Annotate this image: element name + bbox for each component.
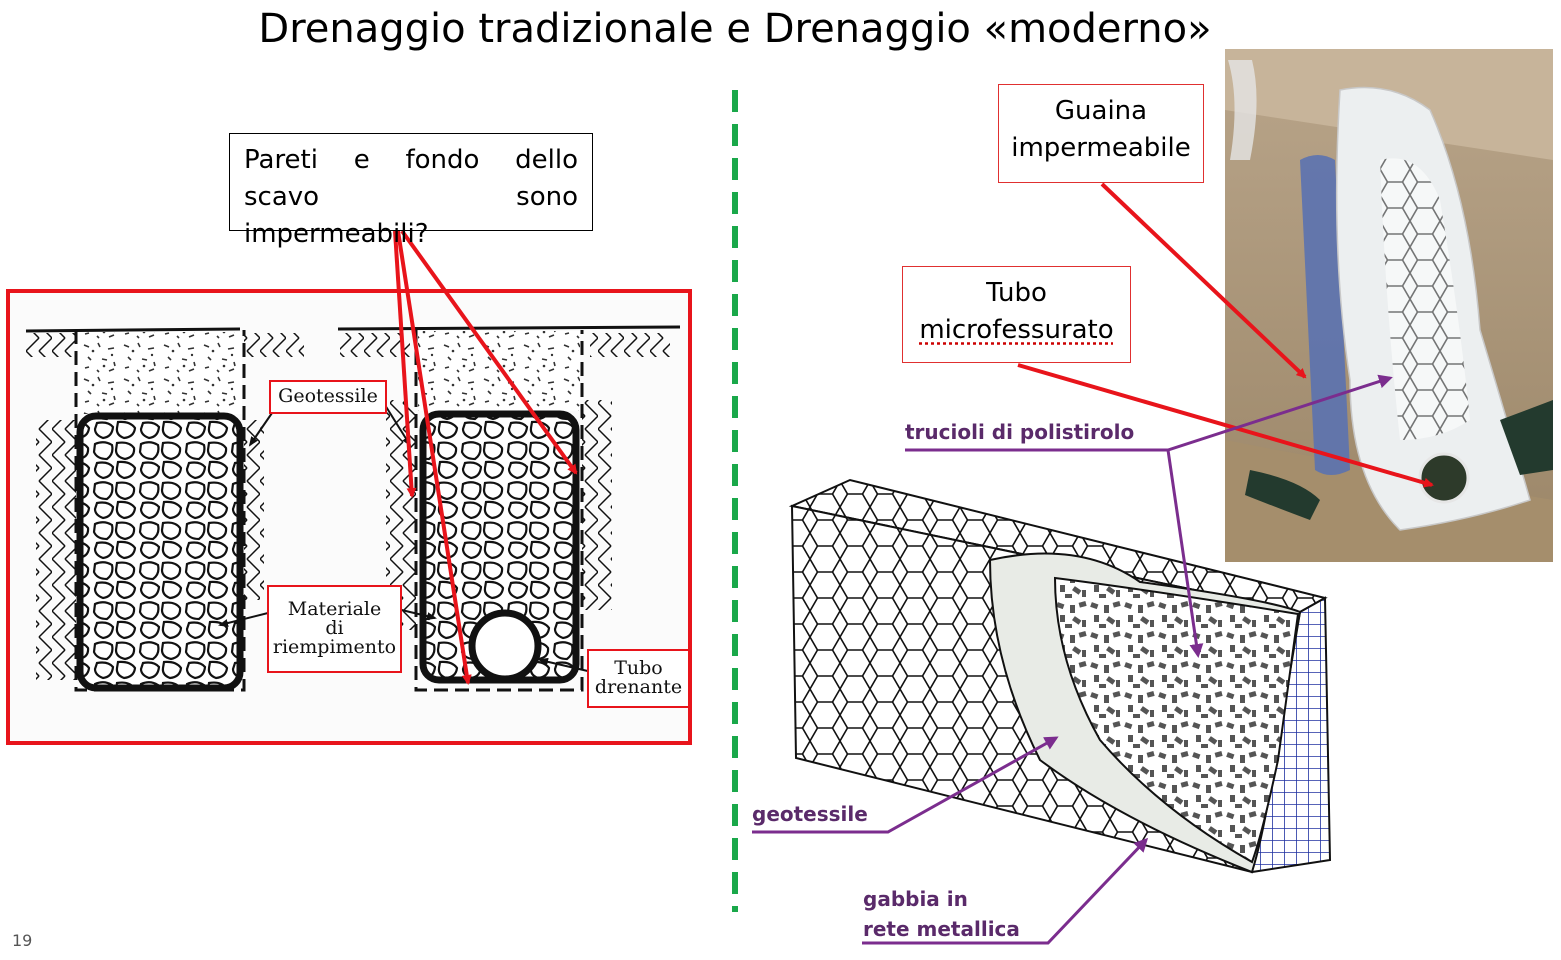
- question-line-1: Pareti e fondo dello: [244, 142, 578, 179]
- tubo-line-2: microfessurato: [919, 315, 1114, 345]
- tubo-drenante-label-frame: [587, 649, 690, 708]
- question-word: dello: [515, 145, 578, 175]
- tubo-microfessurato-callout: Tubo microfessurato: [902, 266, 1131, 363]
- guaina-line-1: Guaina: [1054, 96, 1148, 126]
- tubo-drenante-line-2: drenante: [594, 676, 683, 698]
- page-number: 19: [12, 931, 33, 950]
- question-line-2: scavo sono impermeabili?: [244, 182, 578, 249]
- gabbia-line-1: gabbia in: [863, 887, 968, 911]
- gabbia-label: gabbia in rete metallica: [863, 884, 1020, 944]
- geotessile-modern-label: geotessile: [752, 802, 868, 826]
- slide-title: Drenaggio tradizionale e Drenaggio «mode…: [258, 6, 1212, 52]
- traditional-drain-diagram: [8, 291, 690, 743]
- materiale-line-3: riempimento: [272, 636, 397, 658]
- materiale-label: Materiale di riempimento: [272, 600, 397, 657]
- modern-drain-block: [788, 478, 1332, 874]
- question-word: fondo: [405, 145, 480, 175]
- materiale-line-2: di: [325, 617, 344, 639]
- question-arrows: [393, 229, 578, 685]
- modern-purple-leaders: [752, 374, 1393, 945]
- guaina-callout: Guaina impermeabile: [998, 84, 1204, 183]
- question-callout: Pareti e fondo dello scavo sono impermea…: [229, 133, 593, 249]
- question-word: Pareti: [244, 145, 318, 175]
- geotessile-label: Geotessile: [274, 387, 382, 406]
- drain-photo: [1225, 49, 1553, 562]
- trucioli-label: trucioli di polistirolo: [905, 420, 1135, 444]
- guaina-line-2: impermeabile: [1011, 133, 1191, 163]
- gabbia-line-2: rete metallica: [863, 917, 1020, 941]
- modern-red-arrows: [1017, 182, 1434, 488]
- tubo-drenante-label: Tubo drenante: [592, 659, 685, 697]
- materiale-line-1: Materiale: [287, 598, 382, 620]
- tubo-drenante-line-1: Tubo: [614, 657, 663, 679]
- traditional-diagram-frame: [6, 289, 692, 745]
- tubo-line-1: Tubo: [986, 278, 1047, 308]
- materiale-label-frame: [267, 585, 402, 673]
- question-word: e: [353, 145, 370, 175]
